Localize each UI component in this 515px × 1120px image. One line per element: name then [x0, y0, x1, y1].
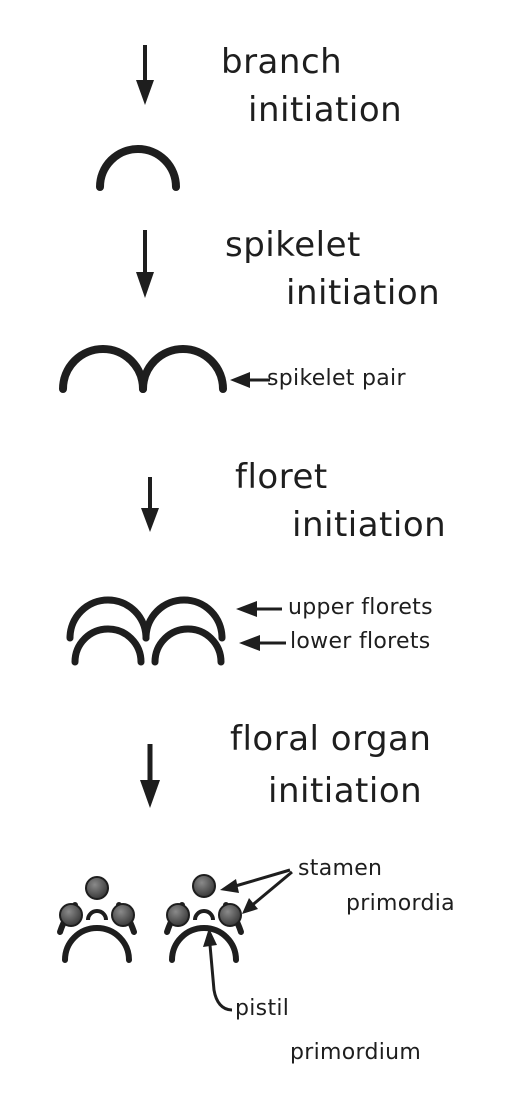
pistil-label-line1: pistil: [235, 998, 289, 1020]
upper-florets-label: upper florets: [288, 597, 433, 619]
arrow-to-lower-florets: [239, 635, 286, 651]
stage-3-label-line1: floret: [235, 460, 328, 494]
down-arrow-2: [136, 230, 154, 298]
pistil-label-line2: primordium: [290, 1042, 421, 1064]
arrow-to-spikelet-pair: [230, 372, 270, 388]
down-arrow-1: [136, 45, 154, 105]
stamen-label-line1: stamen: [298, 858, 382, 880]
stage-3-label-line2: initiation: [292, 508, 446, 542]
lower-florets-label: lower florets: [290, 631, 431, 653]
spikelet-pair-label: spikelet pair: [267, 368, 406, 390]
stage-2-label-line2: initiation: [286, 276, 440, 310]
down-arrow-4: [140, 744, 160, 808]
left-floret-organs: [60, 877, 134, 960]
stage-1-label-line2: initiation: [248, 93, 402, 127]
down-arrow-3: [141, 477, 159, 532]
arrow-to-upper-florets: [236, 601, 282, 617]
spikelet-pair-meristems: [63, 349, 223, 389]
stage-2-label-line1: spikelet: [225, 228, 361, 262]
stage-4-label-line2: initiation: [268, 774, 422, 808]
stage-4-label-line1: floral organ: [230, 722, 431, 756]
branch-meristem: [100, 149, 176, 187]
stage-1-label-line1: branch: [221, 45, 342, 79]
stamen-label-line2: primordia: [346, 893, 455, 915]
